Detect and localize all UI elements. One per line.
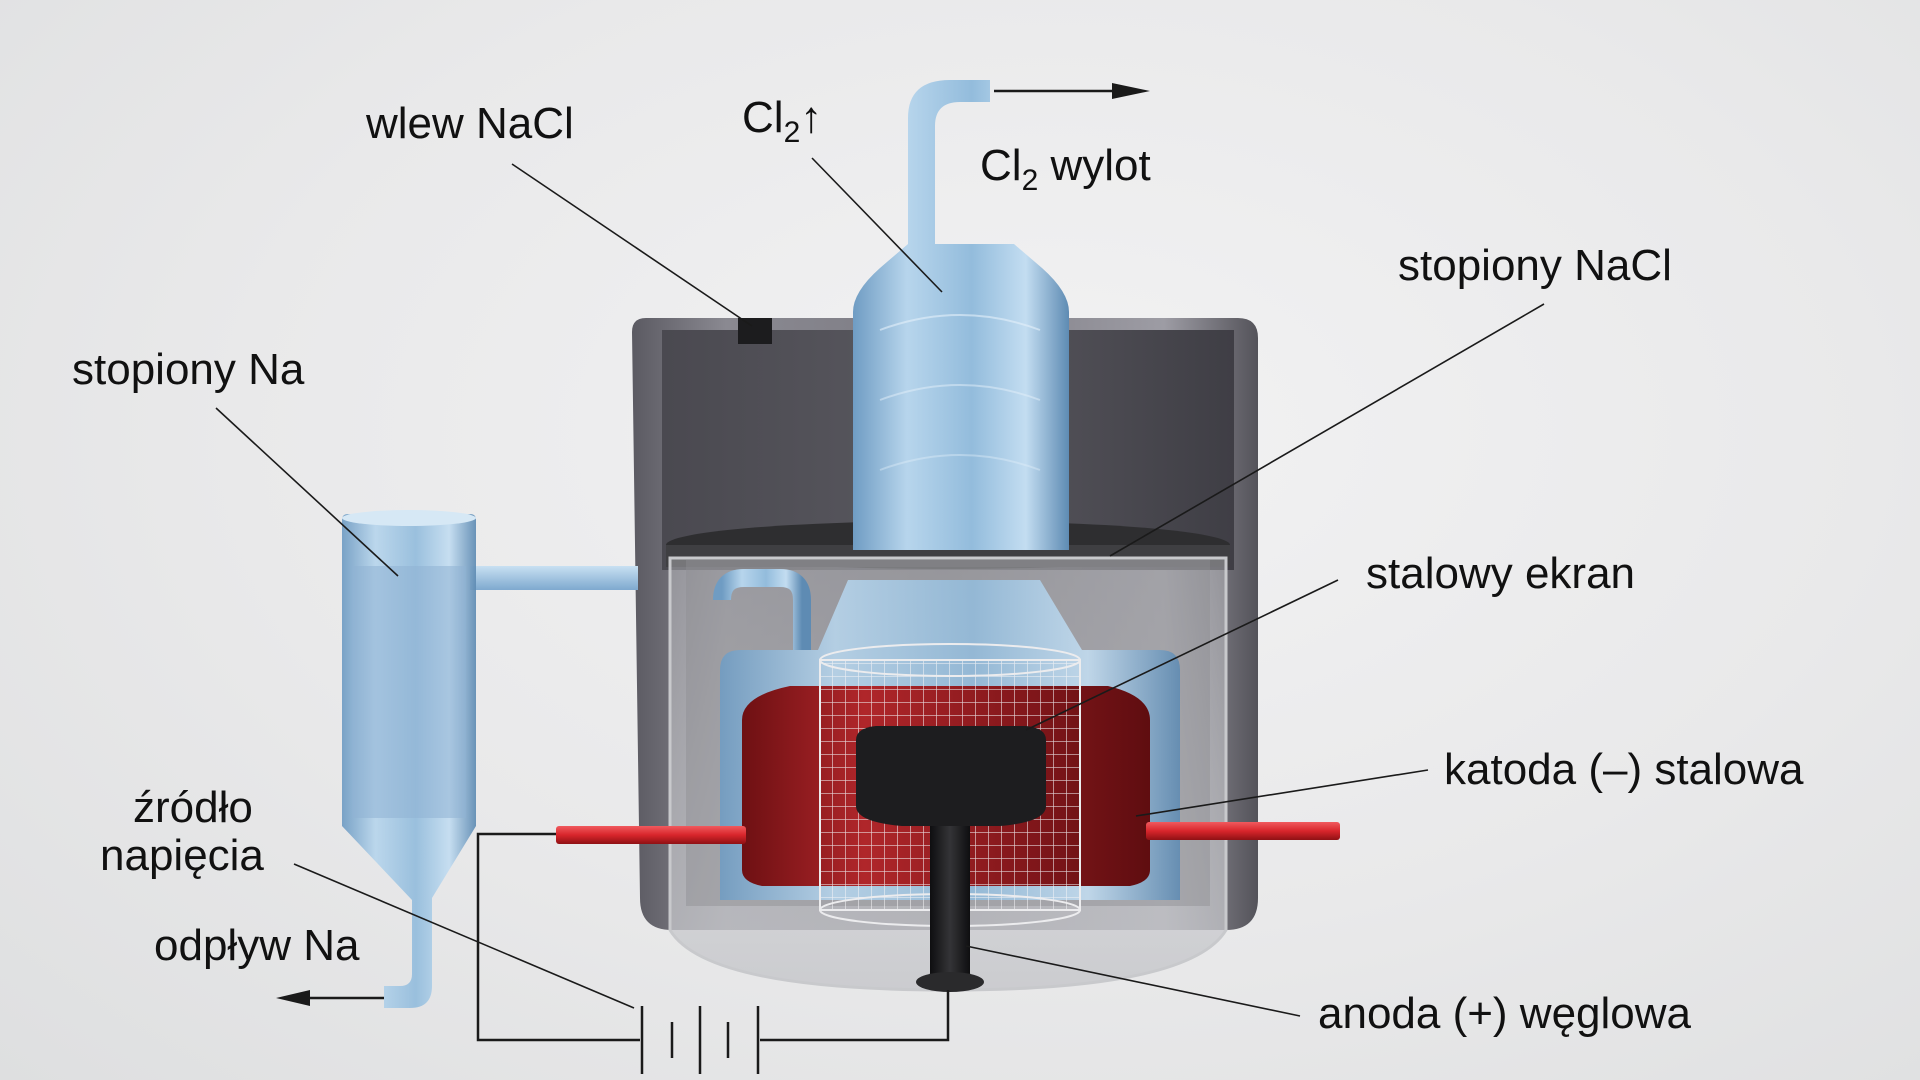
label-molten-na: stopiony Na <box>72 345 305 394</box>
battery-icon <box>640 1006 760 1074</box>
cl2-outlet-arrow <box>994 83 1150 99</box>
label-cl2-gas: Cl2↑ <box>742 93 823 149</box>
circuit <box>476 832 950 1042</box>
leader-lines <box>215 157 1545 1017</box>
leader-nacl-inlet <box>511 163 753 327</box>
leader-molten-nacl <box>1109 303 1545 557</box>
molten-sodium-level <box>352 566 466 818</box>
label-nacl-inlet: wlew NaCl <box>366 99 574 148</box>
leader-voltage-source <box>293 863 635 1009</box>
leader-cl2 <box>811 157 943 293</box>
label-cathode: katoda (–) stalowa <box>1444 745 1804 794</box>
leader-cathode <box>1135 769 1429 817</box>
leader-steel-screen <box>1025 579 1339 731</box>
anode <box>856 726 1046 992</box>
leader-molten-na <box>215 407 399 577</box>
cathode-rod-left <box>556 826 746 844</box>
label-voltage-source: źródło napięcia <box>100 783 264 880</box>
label-na-outlet: odpływ Na <box>154 921 360 970</box>
na-outlet-arrow <box>276 990 384 1006</box>
label-anode: anoda (+) węglowa <box>1318 989 1692 1038</box>
label-cl2-outlet: Cl2 wylot <box>980 141 1151 197</box>
cathode-rod-right <box>1146 822 1340 840</box>
nacl-inlet-opening <box>738 318 772 344</box>
sodium-collector <box>342 510 638 1008</box>
chlorine-collector <box>853 80 1069 550</box>
label-steel-screen: stalowy ekran <box>1366 549 1636 598</box>
leader-anode <box>965 945 1301 1017</box>
label-molten-nacl: stopiony NaCl <box>1398 241 1672 290</box>
sodium-transfer-tube <box>470 566 638 590</box>
